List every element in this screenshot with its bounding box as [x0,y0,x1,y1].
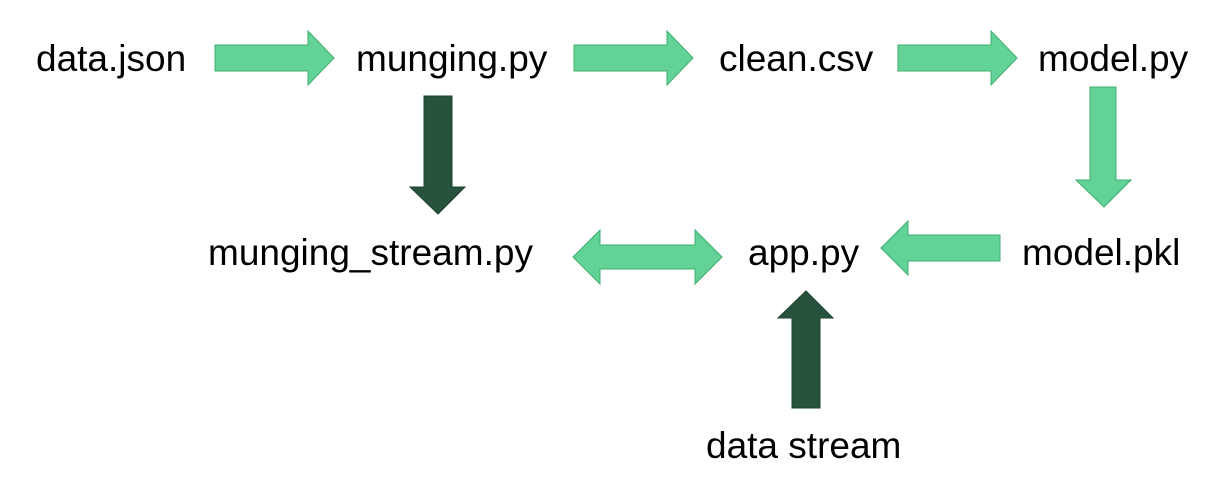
node-munging-py: munging.py [356,38,548,79]
arrow-clean-csv-to-model-py [897,29,1018,87]
arrow-munging-py-to-munging-stream-py [408,95,467,215]
arrow-munging-stream-py-app-py-bidirectional [572,228,723,286]
arrow-model-py-to-model-pkl [1074,86,1133,208]
node-model-py: model.py [1038,38,1189,79]
arrow-munging-py-to-clean-csv [573,29,694,87]
arrow-data-json-to-munging-py [214,29,335,87]
node-munging-stream-py: munging_stream.py [208,232,533,273]
node-app-py: app.py [748,232,860,273]
node-model-pkl: model.pkl [1022,232,1180,273]
node-clean-csv: clean.csv [719,38,874,79]
arrow-data-stream-to-app-py [776,290,835,409]
node-data-json: data.json [36,38,186,79]
node-data-stream: data stream [706,425,901,466]
arrow-model-pkl-to-app-py [880,219,1001,277]
